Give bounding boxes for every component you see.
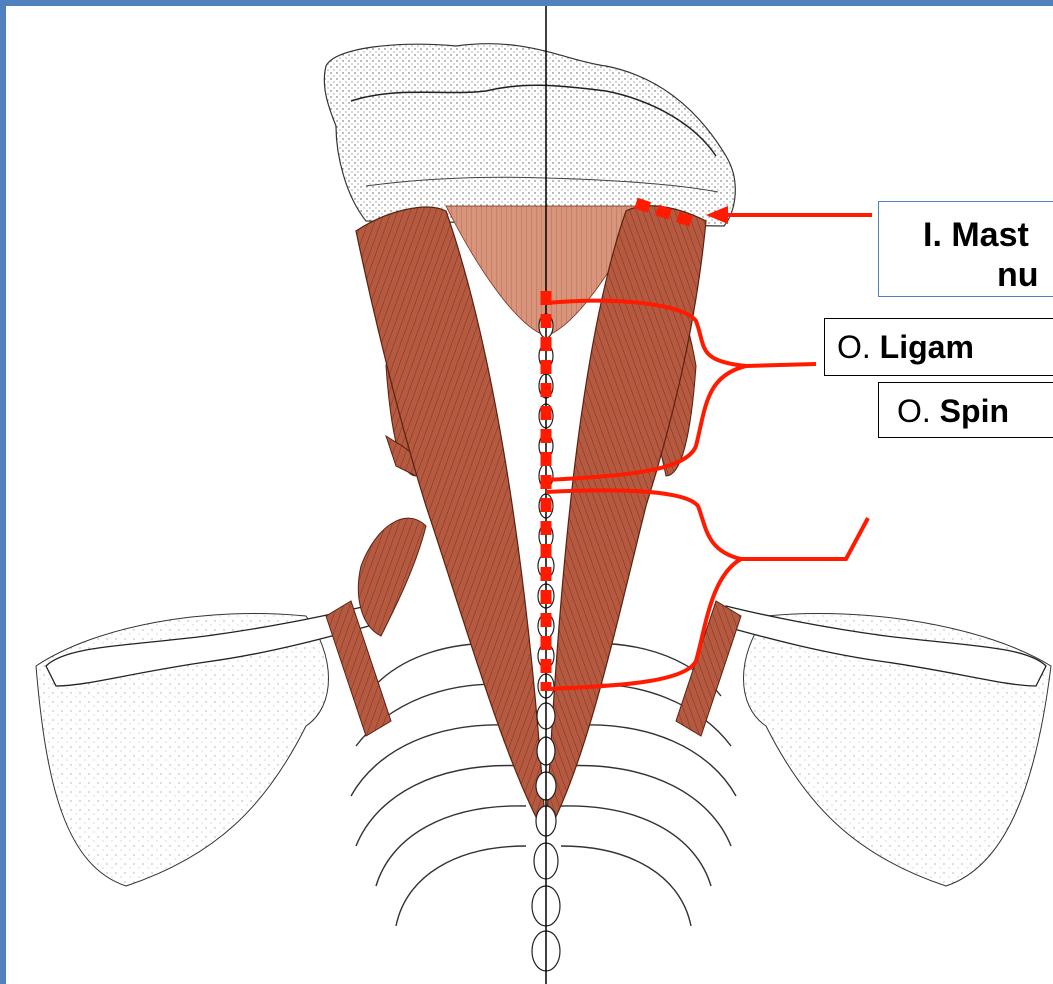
insertion-text-line1: Mast <box>951 216 1028 254</box>
insertion-label: I. Mast nu <box>878 201 1053 297</box>
origin-ligament-label: O. Ligam <box>824 318 1053 376</box>
muscle-fibers <box>326 206 741 836</box>
origin-spinous-prefix: O. <box>897 393 931 429</box>
insertion-text-line2: nu <box>997 256 1039 295</box>
anatomy-illustration <box>6 6 1053 984</box>
slide-frame: I. Mast nu O. Ligam O. Spin <box>6 6 1053 984</box>
insertion-prefix: I. <box>923 216 942 254</box>
origin-spinous-text: Spin <box>940 393 1009 429</box>
origin-ligament-prefix: O. <box>837 329 871 365</box>
skull-base-illustration <box>324 44 735 226</box>
origin-ligament-text: Ligam <box>880 329 974 365</box>
origin-spinous-label: O. Spin <box>878 382 1053 438</box>
